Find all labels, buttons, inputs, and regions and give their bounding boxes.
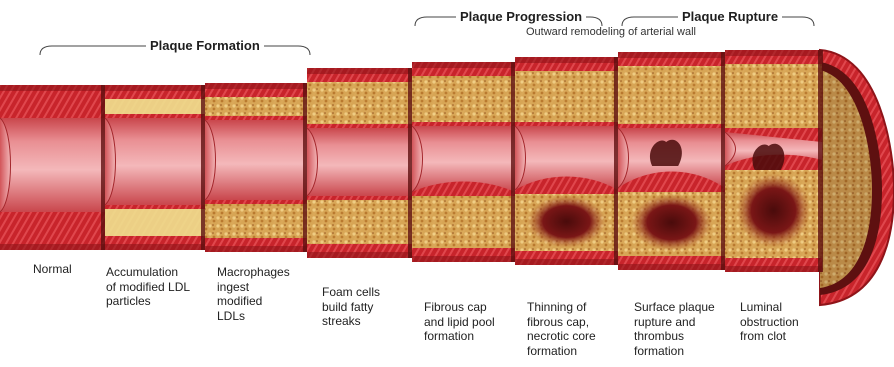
segment-5 — [412, 62, 516, 262]
wall-outer-edge-bottom — [515, 259, 618, 265]
segment-4 — [307, 68, 413, 258]
wall-outer-edge-top — [307, 68, 412, 74]
plaque-layer-top — [205, 97, 307, 116]
segment-3 — [205, 83, 308, 252]
wall-outer-edge-bottom — [412, 256, 515, 262]
plaque-layer-top — [307, 82, 412, 124]
wall-outer-edge-top — [725, 50, 822, 56]
necrotic-core — [737, 173, 811, 247]
wall-outer-edge-bottom — [205, 246, 307, 252]
wall-outer-edge-top — [0, 85, 105, 91]
plaque-layer-top — [105, 99, 205, 114]
caption-fibrous-cap: Fibrous cap and lipid pool formation — [424, 300, 495, 344]
caption-normal: Normal — [33, 262, 72, 277]
lumen — [105, 118, 205, 205]
plaque-layer-bottom — [205, 204, 307, 238]
plaque-layer-bottom — [105, 209, 205, 236]
caption-necrotic-core: Thinning of fibrous cap, necrotic core f… — [527, 300, 596, 358]
plaque-layer-bottom — [412, 196, 515, 248]
wall-outer-edge-bottom — [105, 244, 205, 250]
phase-label-formation: Plaque Formation — [146, 39, 264, 53]
plaque-layer-top — [725, 64, 822, 128]
segment-1 — [0, 85, 106, 250]
segment-7 — [618, 52, 726, 270]
remodel-note: Outward remodeling of arterial wall — [526, 26, 696, 39]
phase-label-rupture: Plaque Rupture — [678, 10, 782, 24]
segment-6 — [515, 57, 619, 265]
caption-luminal-obstruction: Luminal obstruction from clot — [740, 300, 799, 344]
plaque-layer-bottom — [307, 200, 412, 244]
lumen — [205, 120, 307, 200]
caption-plaque-rupture: Surface plaque rupture and thrombus form… — [634, 300, 715, 358]
wall-outer-edge-top — [205, 83, 307, 89]
wall-outer-edge-bottom — [725, 266, 822, 272]
wall-outer-edge-top — [515, 57, 618, 63]
lumen — [0, 118, 105, 212]
caption-foam-cells: Foam cells build fatty streaks — [322, 285, 380, 329]
necrotic-core — [527, 195, 605, 248]
plaque-layer-top — [515, 71, 618, 122]
wall-outer-edge-bottom — [618, 264, 725, 270]
caption-macrophages: Macrophages ingest modified LDLs — [217, 265, 290, 323]
plaque-layer-top — [412, 76, 515, 122]
wall-outer-edge-bottom — [307, 252, 412, 258]
wall-outer-edge-bottom — [0, 244, 105, 250]
wall-outer-edge-top — [618, 52, 725, 58]
segment-divider — [818, 50, 823, 272]
necrotic-core — [631, 194, 712, 251]
phase-label-progression: Plaque Progression — [456, 10, 586, 24]
plaque-layer-top — [618, 66, 725, 124]
segment-2 — [105, 85, 206, 250]
wall-outer-edge-top — [105, 85, 205, 91]
wall-outer-edge-top — [412, 62, 515, 68]
caption-ldl-accumulation: Accumulation of modified LDL particles — [106, 265, 190, 309]
artery-segments — [0, 50, 823, 272]
segment-8 — [725, 50, 823, 272]
lumen — [307, 128, 412, 196]
